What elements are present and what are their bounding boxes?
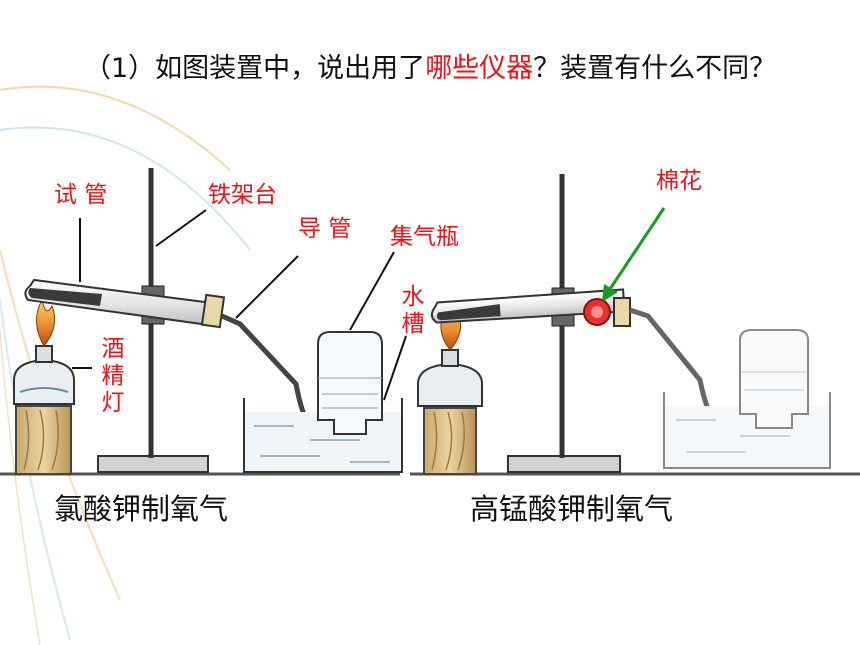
caption-right: 高锰酸钾制氧气 (470, 492, 674, 526)
label-gas-bottle: 集气瓶 (390, 224, 459, 250)
cotton-marker (583, 298, 611, 326)
label-delivery-tube: 导 管 (298, 216, 352, 242)
left-water-trough (243, 398, 403, 473)
label-iron-stand: 铁架台 (208, 182, 277, 208)
left-leader-lines (72, 209, 407, 401)
right-wood-block (423, 407, 477, 475)
left-alcohol-lamp (13, 298, 75, 405)
left-test-tube (24, 278, 226, 329)
left-gas-bottle (317, 331, 383, 435)
question-suffix: ？装置有什么不同？ (533, 53, 777, 84)
label-alcohol-lamp: 酒精灯 (101, 336, 125, 416)
right-apparatus (410, 174, 860, 476)
label-test-tube: 试 管 (54, 182, 108, 208)
question-prefix: （1）如图装置中，说出用了 (84, 53, 426, 84)
label-water-trough: 水槽 (401, 284, 425, 337)
caption-left: 氯酸钾制氧气 (54, 492, 229, 526)
left-wood-block (15, 405, 72, 475)
left-apparatus (0, 168, 407, 476)
label-cotton: 棉花 (656, 168, 702, 194)
right-test-tube (430, 288, 631, 327)
right-gas-bottle (739, 329, 809, 429)
question-highlight: 哪些仪器 (425, 53, 534, 84)
question-text: （1）如图装置中，说出用了哪些仪器？装置有什么不同？ (60, 50, 820, 88)
cotton-arrow (602, 207, 666, 302)
right-water-trough (663, 392, 831, 469)
